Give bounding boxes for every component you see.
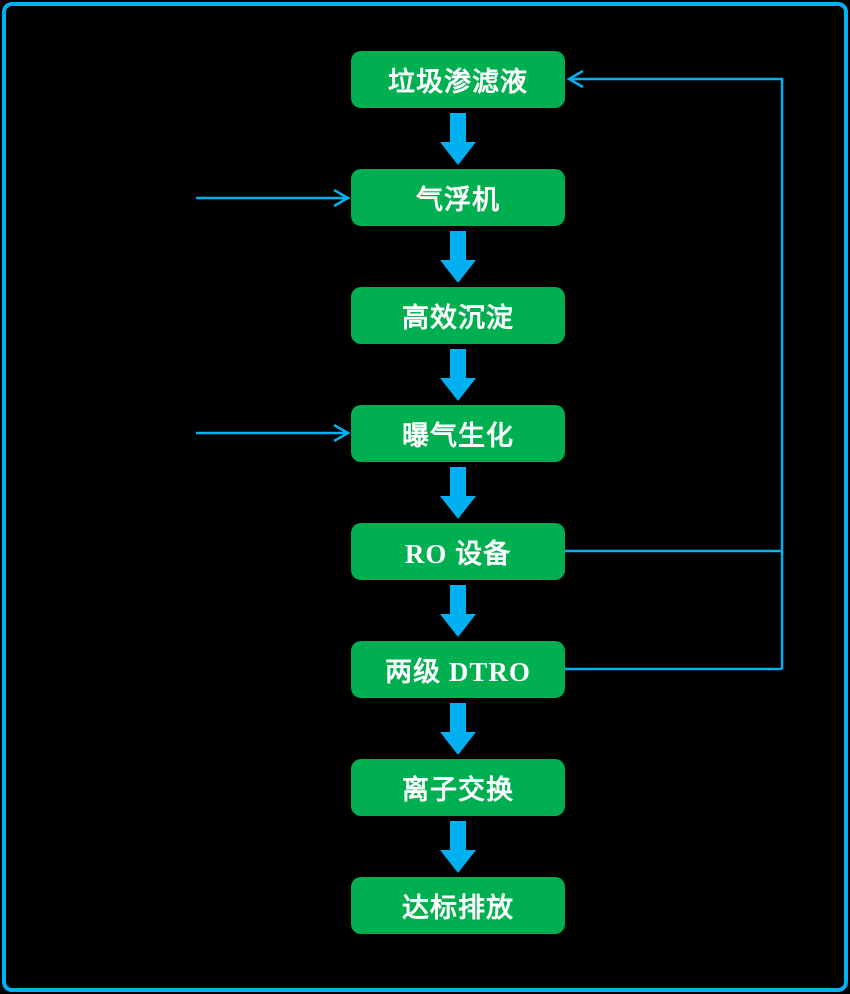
node-aeration-biochemical: 曝气生化 [351,405,565,462]
node-ion-exchange: 离子交换 [351,759,565,816]
node-two-stage-dtro: 两级 DTRO [351,641,565,698]
down-block-arrow-5 [440,585,476,637]
down-block-arrow-4 [440,467,476,519]
node-ro-equipment-label: RO 设备 [404,539,512,569]
down-block-arrow-3 [440,349,476,401]
down-block-arrow-6 [440,703,476,755]
recycle-arrowhead-into-leachate [566,69,584,89]
inlet-arrow-aeration-biochemical [196,423,351,443]
node-standard-discharge-label: 达标排放 [402,893,514,923]
inlet-arrow-air-flotation [196,188,351,208]
node-high-efficiency-sedimentation: 高效沉淀 [351,287,565,344]
node-aeration-biochemical-label: 曝气生化 [402,421,514,451]
node-leachate: 垃圾渗滤液 [351,51,565,108]
node-air-flotation-label: 气浮机 [416,185,500,215]
down-block-arrow-2 [440,231,476,283]
node-standard-discharge: 达标排放 [351,877,565,934]
node-leachate-label: 垃圾渗滤液 [388,67,528,97]
node-two-stage-dtro-label: 两级 DTRO [385,657,531,687]
node-ion-exchange-label: 离子交换 [402,775,514,805]
node-ro-equipment: RO 设备 [351,523,565,580]
node-high-efficiency-sedimentation-label: 高效沉淀 [402,303,514,333]
down-block-arrow-7 [440,821,476,873]
down-block-arrow-1 [440,113,476,165]
node-air-flotation: 气浮机 [351,169,565,226]
recycle-line-riser [571,77,784,669]
